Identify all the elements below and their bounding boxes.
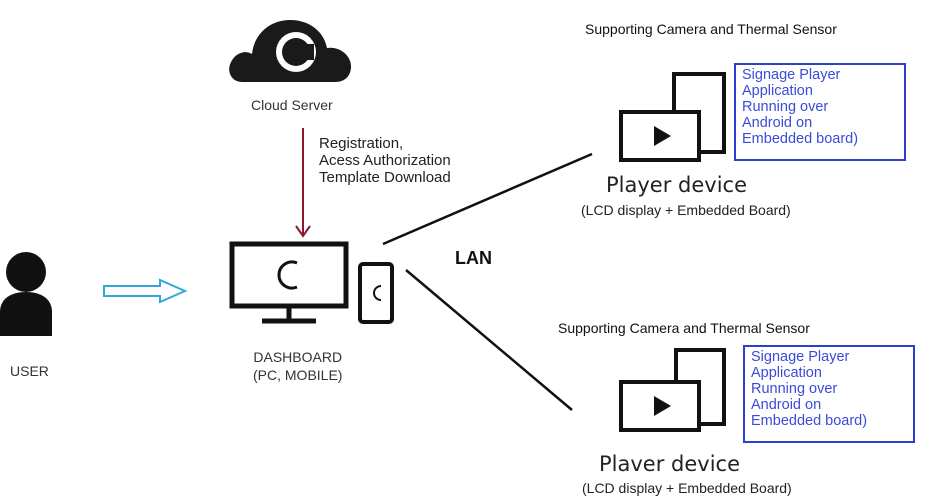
dashboard-label: DASHBOARD (PC, MOBILE) xyxy=(253,348,342,384)
cloud-server-label: Cloud Server xyxy=(251,97,333,113)
box-line: Running over xyxy=(742,99,829,115)
registration-line: Acess Authorization xyxy=(319,152,451,169)
player-title: Plaver device xyxy=(599,452,741,476)
lan-line-bottom xyxy=(405,269,573,411)
monitor-icon xyxy=(229,241,349,324)
player-app-box: Signage Player Application Running over … xyxy=(743,345,915,443)
box-line: Signage Player xyxy=(742,67,841,83)
dashboard-label-line2: (PC, MOBILE) xyxy=(253,367,343,383)
box-line: Android on xyxy=(742,115,813,131)
dashboard-label-line1: DASHBOARD xyxy=(253,349,343,365)
player-subtitle: (LCD display + Embedded Board) xyxy=(581,202,791,218)
user-to-dashboard-arrow xyxy=(103,278,188,304)
player-device-icon xyxy=(619,72,726,162)
box-line: Embedded board) xyxy=(751,413,868,429)
mobile-icon xyxy=(358,262,394,324)
registration-label: Registration, Acess Authorization Templa… xyxy=(319,135,451,186)
user-label: USER xyxy=(10,363,49,379)
box-line: Signage Player xyxy=(751,349,850,365)
box-line: Running over xyxy=(751,381,838,397)
registration-line: Template Download xyxy=(319,169,451,186)
lan-label: LAN xyxy=(455,248,492,268)
box-line: Application xyxy=(742,83,813,99)
registration-arrow xyxy=(295,128,311,238)
user-icon xyxy=(0,252,52,336)
registration-line: Registration, xyxy=(319,135,404,152)
box-line: Application xyxy=(751,365,822,381)
box-line: Android on xyxy=(751,397,822,413)
player-app-box: Signage Player Application Running over … xyxy=(734,63,906,161)
player-title: Player device xyxy=(606,173,748,197)
player-header: Supporting Camera and Thermal Sensor xyxy=(585,21,837,37)
lan-line-top xyxy=(382,152,593,246)
box-line: Embedded board) xyxy=(742,131,859,147)
cloud-icon xyxy=(229,20,352,82)
player-device-icon xyxy=(619,348,726,432)
player-header: Supporting Camera and Thermal Sensor xyxy=(558,320,810,336)
player-subtitle: (LCD display + Embedded Board) xyxy=(582,480,792,496)
